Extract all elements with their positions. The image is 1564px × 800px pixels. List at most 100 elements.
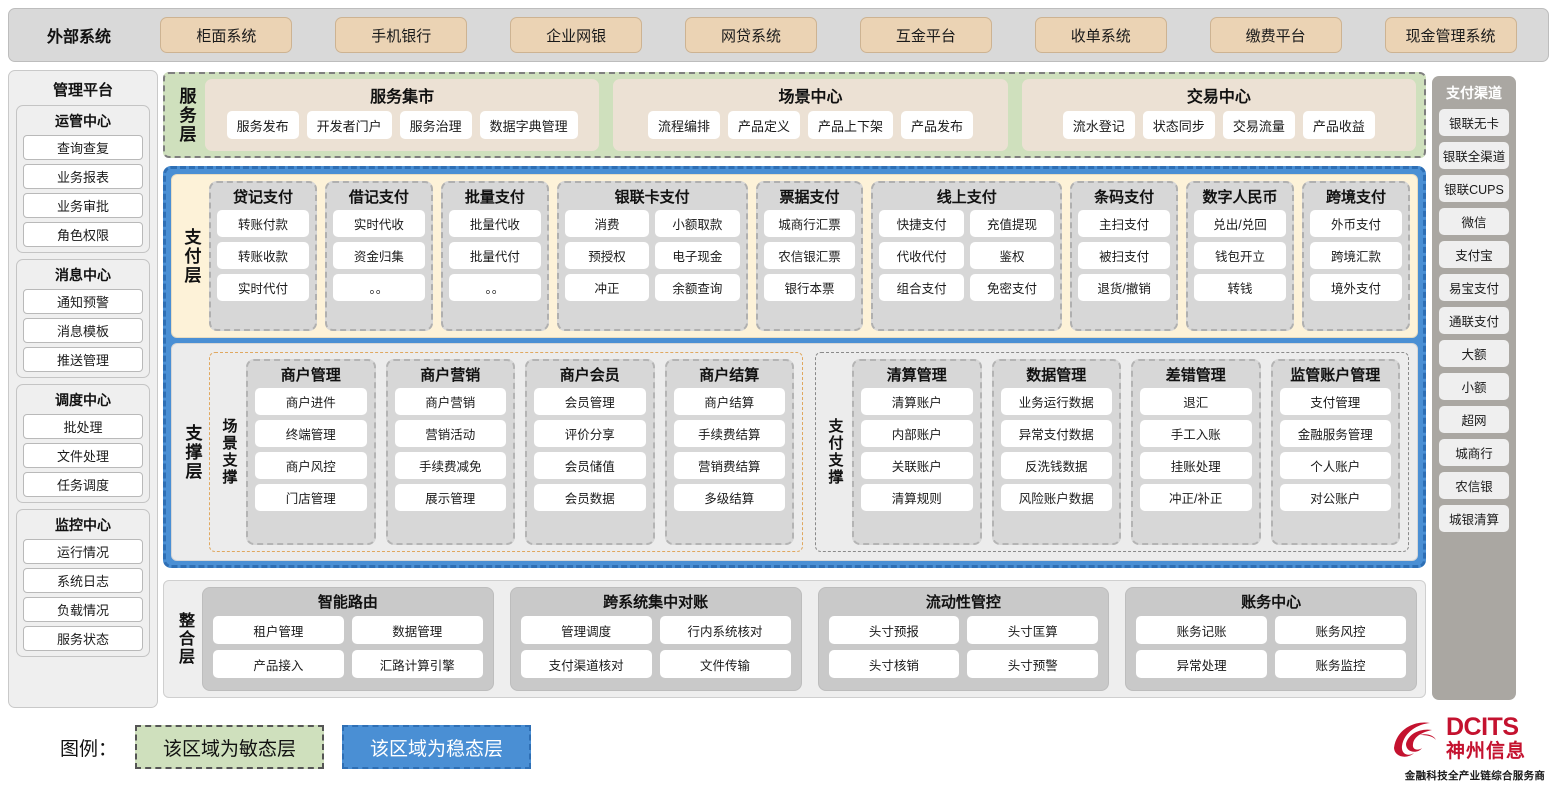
scene-support-item[interactable]: 手续费减免 (394, 452, 506, 479)
payment-channel-item[interactable]: 通联支付 (1439, 307, 1509, 334)
scene-support-item[interactable]: 会员储值 (534, 452, 646, 479)
integration-item[interactable]: 账务风控 (1275, 616, 1406, 644)
payment-item[interactable]: 主扫支付 (1078, 210, 1171, 237)
payment-channel-item[interactable]: 微信 (1439, 208, 1509, 235)
management-item[interactable]: 负载情况 (23, 597, 143, 622)
payment-item[interactable]: 鉴权 (969, 242, 1055, 269)
payment-item[interactable]: 组合支付 (879, 274, 964, 301)
payment-channel-item[interactable]: 易宝支付 (1439, 274, 1509, 301)
payment-support-item[interactable]: 个人账户 (1279, 452, 1391, 479)
payment-item[interactable]: 被扫支付 (1078, 242, 1171, 269)
payment-item[interactable]: 转钱 (1194, 274, 1286, 301)
payment-item[interactable]: 冲正 (564, 274, 650, 301)
payment-support-item[interactable]: 清算账户 (861, 388, 973, 415)
scene-support-item[interactable]: 商户风控 (255, 452, 367, 479)
management-item[interactable]: 消息模板 (23, 318, 143, 343)
management-item[interactable]: 任务调度 (23, 472, 143, 497)
integration-item[interactable]: 头寸预警 (967, 650, 1099, 678)
payment-item[interactable]: 城商行汇票 (763, 210, 856, 237)
service-item[interactable]: 数据字典管理 (479, 111, 578, 139)
service-item[interactable]: 服务发布 (226, 111, 299, 139)
payment-support-item[interactable]: 反洗钱数据 (1000, 452, 1112, 479)
payment-item[interactable]: 实时代付 (217, 274, 309, 301)
management-item[interactable]: 业务审批 (23, 193, 143, 218)
payment-item[interactable]: 跨境汇款 (1310, 242, 1402, 269)
scene-support-item[interactable]: 终端管理 (255, 420, 367, 447)
external-system-chip[interactable]: 手机银行 (335, 17, 468, 53)
service-item[interactable]: 产品收益 (1302, 111, 1375, 139)
external-system-chip[interactable]: 现金管理系统 (1384, 17, 1517, 53)
payment-item[interactable]: 外币支付 (1310, 210, 1402, 237)
payment-support-item[interactable]: 手工入账 (1140, 420, 1252, 447)
integration-item[interactable]: 头寸核销 (828, 650, 960, 678)
payment-channel-item[interactable]: 城商行 (1439, 439, 1509, 466)
management-item[interactable]: 系统日志 (23, 568, 143, 593)
scene-support-item[interactable]: 门店管理 (255, 484, 367, 511)
management-item[interactable]: 角色权限 (23, 222, 143, 247)
payment-support-item[interactable]: 退汇 (1140, 388, 1252, 415)
payment-item[interactable]: 境外支付 (1310, 274, 1402, 301)
payment-item[interactable]: 电子现金 (655, 242, 740, 269)
payment-item[interactable]: 转账收款 (217, 242, 309, 269)
payment-support-item[interactable]: 清算规则 (861, 484, 973, 511)
payment-item[interactable]: 小额取款 (655, 210, 740, 237)
service-item[interactable]: 产品发布 (901, 111, 974, 139)
management-item[interactable]: 推送管理 (23, 347, 143, 372)
management-item[interactable]: 查询查复 (23, 135, 143, 160)
scene-support-item[interactable]: 评价分享 (534, 420, 646, 447)
payment-item[interactable]: 银行本票 (763, 274, 856, 301)
integration-item[interactable]: 数据管理 (351, 616, 483, 644)
scene-support-item[interactable]: 展示管理 (394, 484, 506, 511)
service-item[interactable]: 交易流量 (1222, 111, 1295, 139)
payment-channel-item[interactable]: 银联无卡 (1439, 109, 1509, 136)
payment-item[interactable]: 实时代收 (332, 210, 425, 237)
management-item[interactable]: 通知预警 (23, 289, 143, 314)
integration-item[interactable]: 支付渠道核对 (520, 650, 652, 678)
service-item[interactable]: 流水登记 (1062, 111, 1135, 139)
payment-item[interactable]: 农信银汇票 (763, 242, 856, 269)
payment-item[interactable]: 。。 (448, 274, 541, 301)
management-item[interactable]: 文件处理 (23, 443, 143, 468)
payment-support-item[interactable]: 关联账户 (861, 452, 973, 479)
scene-support-item[interactable]: 手续费结算 (673, 420, 785, 447)
payment-channel-item[interactable]: 支付宝 (1439, 241, 1509, 268)
management-item[interactable]: 业务报表 (23, 164, 143, 189)
payment-item[interactable]: 转账付款 (217, 210, 309, 237)
integration-item[interactable]: 异常处理 (1136, 650, 1268, 678)
external-system-chip[interactable]: 企业网银 (510, 17, 643, 53)
payment-support-item[interactable]: 支付管理 (1279, 388, 1391, 415)
management-item[interactable]: 批处理 (23, 414, 143, 439)
service-item[interactable]: 开发者门户 (306, 111, 392, 139)
scene-support-item[interactable]: 会员数据 (534, 484, 646, 511)
payment-item[interactable]: 退货/撤销 (1078, 274, 1171, 301)
payment-item[interactable]: 消费 (564, 210, 650, 237)
payment-support-item[interactable]: 对公账户 (1279, 484, 1391, 511)
payment-channel-item[interactable]: 超网 (1439, 406, 1509, 433)
service-item[interactable]: 状态同步 (1142, 111, 1215, 139)
payment-item[interactable]: 预授权 (564, 242, 650, 269)
scene-support-item[interactable]: 商户结算 (673, 388, 785, 415)
service-item[interactable]: 产品上下架 (807, 111, 893, 139)
integration-item[interactable]: 账务记账 (1136, 616, 1268, 644)
management-item[interactable]: 运行情况 (23, 539, 143, 564)
payment-channel-item[interactable]: 农信银 (1439, 472, 1509, 499)
external-system-chip[interactable]: 柜面系统 (160, 17, 293, 53)
payment-item[interactable]: 兑出/兑回 (1194, 210, 1286, 237)
payment-support-item[interactable]: 挂账处理 (1140, 452, 1252, 479)
scene-support-item[interactable]: 营销活动 (394, 420, 506, 447)
management-item[interactable]: 服务状态 (23, 626, 143, 651)
payment-support-item[interactable]: 冲正/补正 (1140, 484, 1252, 511)
payment-channel-item[interactable]: 大额 (1439, 340, 1509, 367)
payment-support-item[interactable]: 业务运行数据 (1000, 388, 1112, 415)
integration-item[interactable]: 行内系统核对 (659, 616, 791, 644)
scene-support-item[interactable]: 会员管理 (534, 388, 646, 415)
payment-channel-item[interactable]: 小额 (1439, 373, 1509, 400)
service-item[interactable]: 流程编排 (647, 111, 720, 139)
payment-channel-item[interactable]: 银联CUPS (1439, 175, 1509, 202)
payment-support-item[interactable]: 内部账户 (861, 420, 973, 447)
payment-item[interactable]: 免密支付 (969, 274, 1055, 301)
payment-item[interactable]: 余额查询 (655, 274, 740, 301)
service-item[interactable]: 服务治理 (399, 111, 472, 139)
scene-support-item[interactable]: 商户营销 (394, 388, 506, 415)
integration-item[interactable]: 文件传输 (659, 650, 791, 678)
